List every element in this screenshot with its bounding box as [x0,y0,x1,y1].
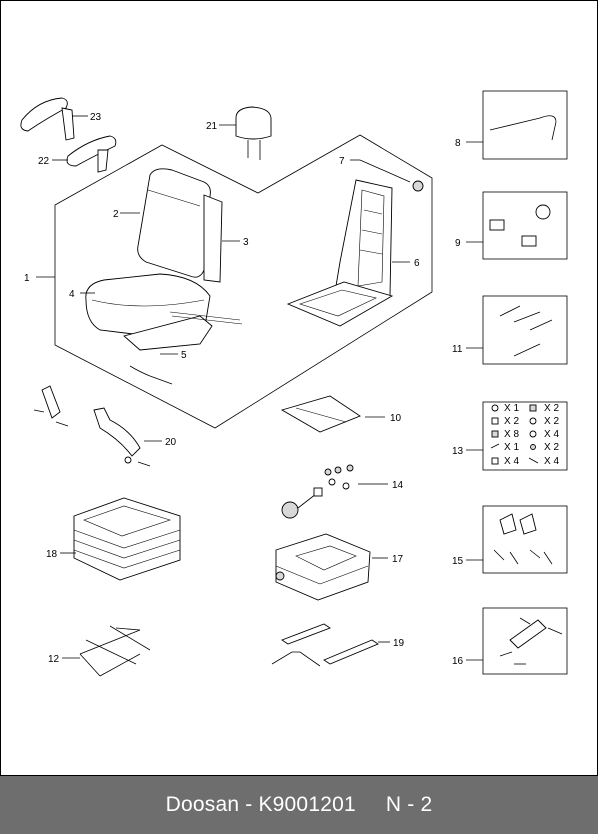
seat-belt-part [33,385,151,467]
callout-1: 1 [24,273,30,284]
callout-21: 21 [206,121,218,132]
callout-13: 13 [452,446,464,457]
callout-18: 18 [46,549,58,560]
callout-11: 11 [452,344,463,355]
kit-box-11 [482,295,568,365]
cushion-pan-part [123,311,243,351]
callout-7: 7 [339,156,345,167]
callout-14: 14 [392,480,404,491]
wire-part [129,365,173,385]
shock-absorber-part [499,617,563,665]
callout-4: 4 [69,289,75,300]
kit-qty-2: X 2 [544,403,559,414]
cable-kit-part [489,115,557,141]
seat-frame-part [286,179,394,327]
armrest-left-part [20,97,75,141]
callout-23: 23 [90,112,102,123]
hardware-kit-list: X 1 X 2 X 2 X 2 X 8 X 4 X 1 X 2 X 4 X 4 [490,403,559,467]
kit-box-8 [482,90,568,160]
suspension-bellows-part [73,497,181,581]
backrest-cushion-part [137,168,223,283]
adjuster-hardware-part [281,464,372,519]
callout-3: 3 [243,237,249,248]
seat-rails-part [271,623,379,667]
callout-22: 22 [38,156,50,167]
scissor-linkage-part [79,625,151,677]
kit-qty-5: X 8 [504,429,519,440]
kit-qty-6: X 4 [544,429,559,440]
callout-5: 5 [181,350,187,361]
brand-part-number: Doosan - K9001201 [165,793,356,816]
slide-rail-part [280,395,361,433]
kit-qty-3: X 2 [504,416,519,427]
callout-8: 8 [455,138,461,149]
callout-6: 6 [414,258,420,269]
callout-2: 2 [113,209,119,220]
kit-qty-7: X 1 [504,442,519,453]
knob-kit-part [489,204,551,247]
callout-10: 10 [390,413,402,424]
callout-17: 17 [392,554,404,565]
page-number: N - 2 [385,793,433,816]
callout-16: 16 [452,656,464,667]
bracket-kit-part [493,513,553,565]
kit-box-13 [482,401,568,471]
kit-qty-10: X 4 [544,456,559,467]
armrest-right-part [66,135,117,173]
kit-box-16 [482,607,568,675]
kit-qty-1: X 1 [504,403,519,414]
kit-qty-8: X 2 [544,442,559,453]
callout-19: 19 [393,638,405,649]
spring-kit-part [499,305,553,357]
seat-assembly-outline [54,134,433,429]
kit-qty-4: X 2 [544,416,559,427]
callout-9: 9 [455,238,461,249]
seat-exploded-diagram: 21 23 22 2 3 4 5 1 [20,90,568,677]
kit-box-15 [482,505,568,574]
cable-part [359,159,424,192]
callout-20: 20 [165,437,177,448]
kit-box-9 [482,191,568,260]
suspension-base-part [275,533,371,601]
callout-12: 12 [48,654,60,665]
seat-cushion-part [85,273,211,337]
callout-15: 15 [452,556,464,567]
footer-bar: Doosan - K9001201 N - 2 [0,776,598,834]
headrest-part [235,106,272,160]
kit-qty-9: X 4 [504,456,519,467]
